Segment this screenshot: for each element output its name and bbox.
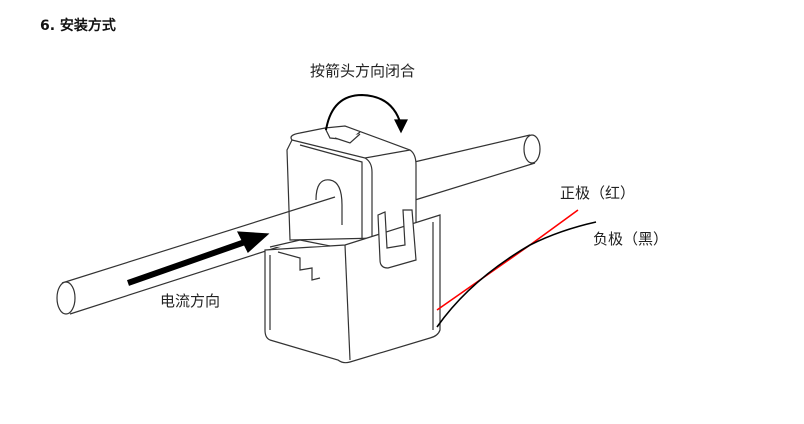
close-direction-label: 按箭头方向闭合 xyxy=(310,62,416,80)
close-direction-curved-arrow-icon xyxy=(325,93,408,134)
negative-terminal-label: 负极（黑） xyxy=(593,230,669,248)
section-title: 6. 安装方式 xyxy=(40,18,116,34)
current-direction-arrow-icon xyxy=(127,231,270,286)
positive-terminal-label: 正极（红） xyxy=(560,184,636,202)
negative-wire xyxy=(436,221,597,328)
ct-bottom-housing xyxy=(264,209,441,364)
front-cable xyxy=(56,196,336,315)
back-cable xyxy=(409,134,541,201)
ct-top-housing xyxy=(286,125,417,241)
current-direction-label: 电流方向 xyxy=(160,292,221,310)
